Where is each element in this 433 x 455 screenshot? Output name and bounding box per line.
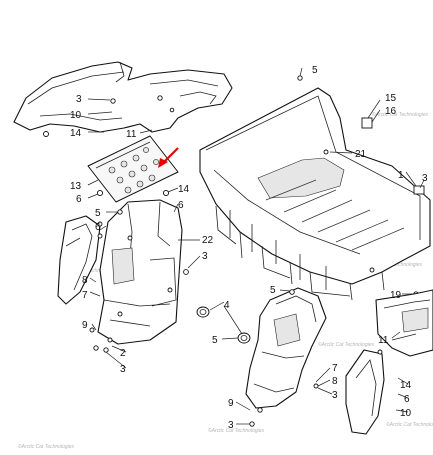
callout-22: 22 [202,235,214,246]
callout-14: 14 [400,380,412,391]
callout-19: 19 [390,290,402,301]
right-side-panel [375,289,433,357]
left-inner-fender [97,199,183,345]
rear-fender-panel-left [13,61,233,133]
callout-3: 3 [332,390,338,401]
callout-3: 3 [422,173,428,184]
callout-16: 16 [385,106,397,117]
callout-10: 10 [400,408,412,419]
callout-3: 3 [202,251,208,262]
callout-9: 9 [82,320,88,331]
callout-5: 5 [212,335,218,346]
callout-11: 11 [378,335,389,346]
callout-6: 6 [76,194,82,205]
callout-14: 14 [178,184,190,195]
callout-13: 13 [70,181,82,192]
callout-10: 10 [70,110,82,121]
callout-11: 11 [126,129,137,140]
callout-2: 2 [120,348,126,359]
watermark: ©Arctic Cat Technologies [386,421,433,428]
callout-21: 21 [355,149,367,160]
callout-5: 5 [270,285,276,296]
callout-8: 8 [82,275,88,286]
callout-9: 9 [228,398,234,409]
callout-15: 15 [385,93,397,104]
callout-7: 7 [332,363,338,374]
callout-7: 7 [82,290,88,301]
callout-3: 3 [228,420,234,431]
callout-labels: 5 15 16 21 1 3 3 10 14 11 13 6 14 6 5 6 … [70,65,428,431]
callout-1: 1 [398,170,404,181]
callout-5: 5 [95,208,101,219]
watermark: ©Arctic Cat Technologies [18,443,75,450]
watermark: ©Arctic Cat Technologies [318,341,375,348]
callout-5: 5 [312,65,318,76]
callout-3: 3 [76,94,82,105]
callout-6: 6 [178,200,184,211]
heat-shield-plate [87,135,179,203]
right-fender-flap [345,349,385,435]
callout-6: 6 [404,394,410,405]
right-fender-liner [245,287,327,427]
leader-lines [87,67,425,425]
grommets [196,306,251,344]
callout-4: 4 [224,300,230,311]
callout-8: 8 [332,376,338,387]
watermark: ©Arctic Cat Technologies [372,111,429,118]
watermark: ©Arctic Cat Technologies [208,427,265,434]
callout-14: 14 [70,128,82,139]
fasteners-left [43,131,189,353]
callout-6: 6 [95,222,101,233]
left-fender-liner [57,215,101,305]
red-arrow-icon [158,147,179,168]
callout-3: 3 [120,364,126,375]
